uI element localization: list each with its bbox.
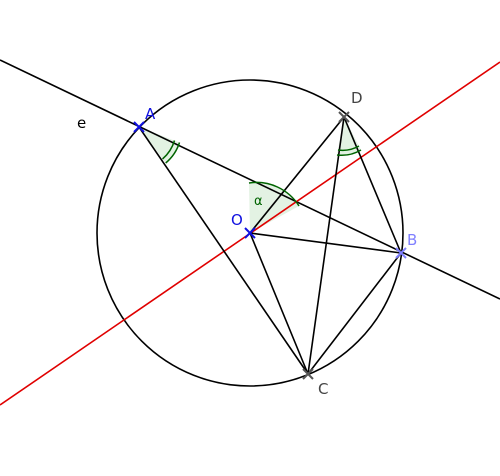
angle-arc-A-inner	[161, 140, 176, 160]
label-alpha: α	[254, 194, 263, 209]
point-O-marker[interactable]	[244, 227, 256, 239]
angle-alpha-fill	[249, 182, 299, 233]
label-B: B	[407, 231, 417, 249]
label-C: C	[318, 380, 328, 398]
angle-arc-A-fill	[139, 127, 180, 163]
segment-OC	[249, 232, 309, 375]
segment-BC	[307, 252, 402, 375]
segment-OB	[249, 232, 402, 254]
segment-DB	[343, 116, 402, 254]
label-D: D	[351, 89, 363, 107]
circle	[96, 79, 404, 387]
label-O: O	[231, 211, 243, 229]
angle-arc-A-outer	[165, 142, 181, 164]
angle-arc-D-outer	[336, 149, 362, 157]
label-e: e	[77, 114, 86, 132]
angle-alpha-arc	[248, 181, 300, 207]
label-A: A	[145, 105, 156, 123]
segment-DC	[307, 116, 345, 375]
angle-arc-D-inner	[337, 145, 360, 152]
point-C-marker[interactable]	[302, 368, 314, 380]
point-D-marker[interactable]	[338, 111, 350, 123]
line-e	[0, 59, 500, 300]
segment-AC	[138, 126, 309, 375]
point-A-marker[interactable]	[133, 121, 145, 133]
segment-OD	[249, 116, 345, 234]
point-B-marker[interactable]	[395, 247, 407, 259]
